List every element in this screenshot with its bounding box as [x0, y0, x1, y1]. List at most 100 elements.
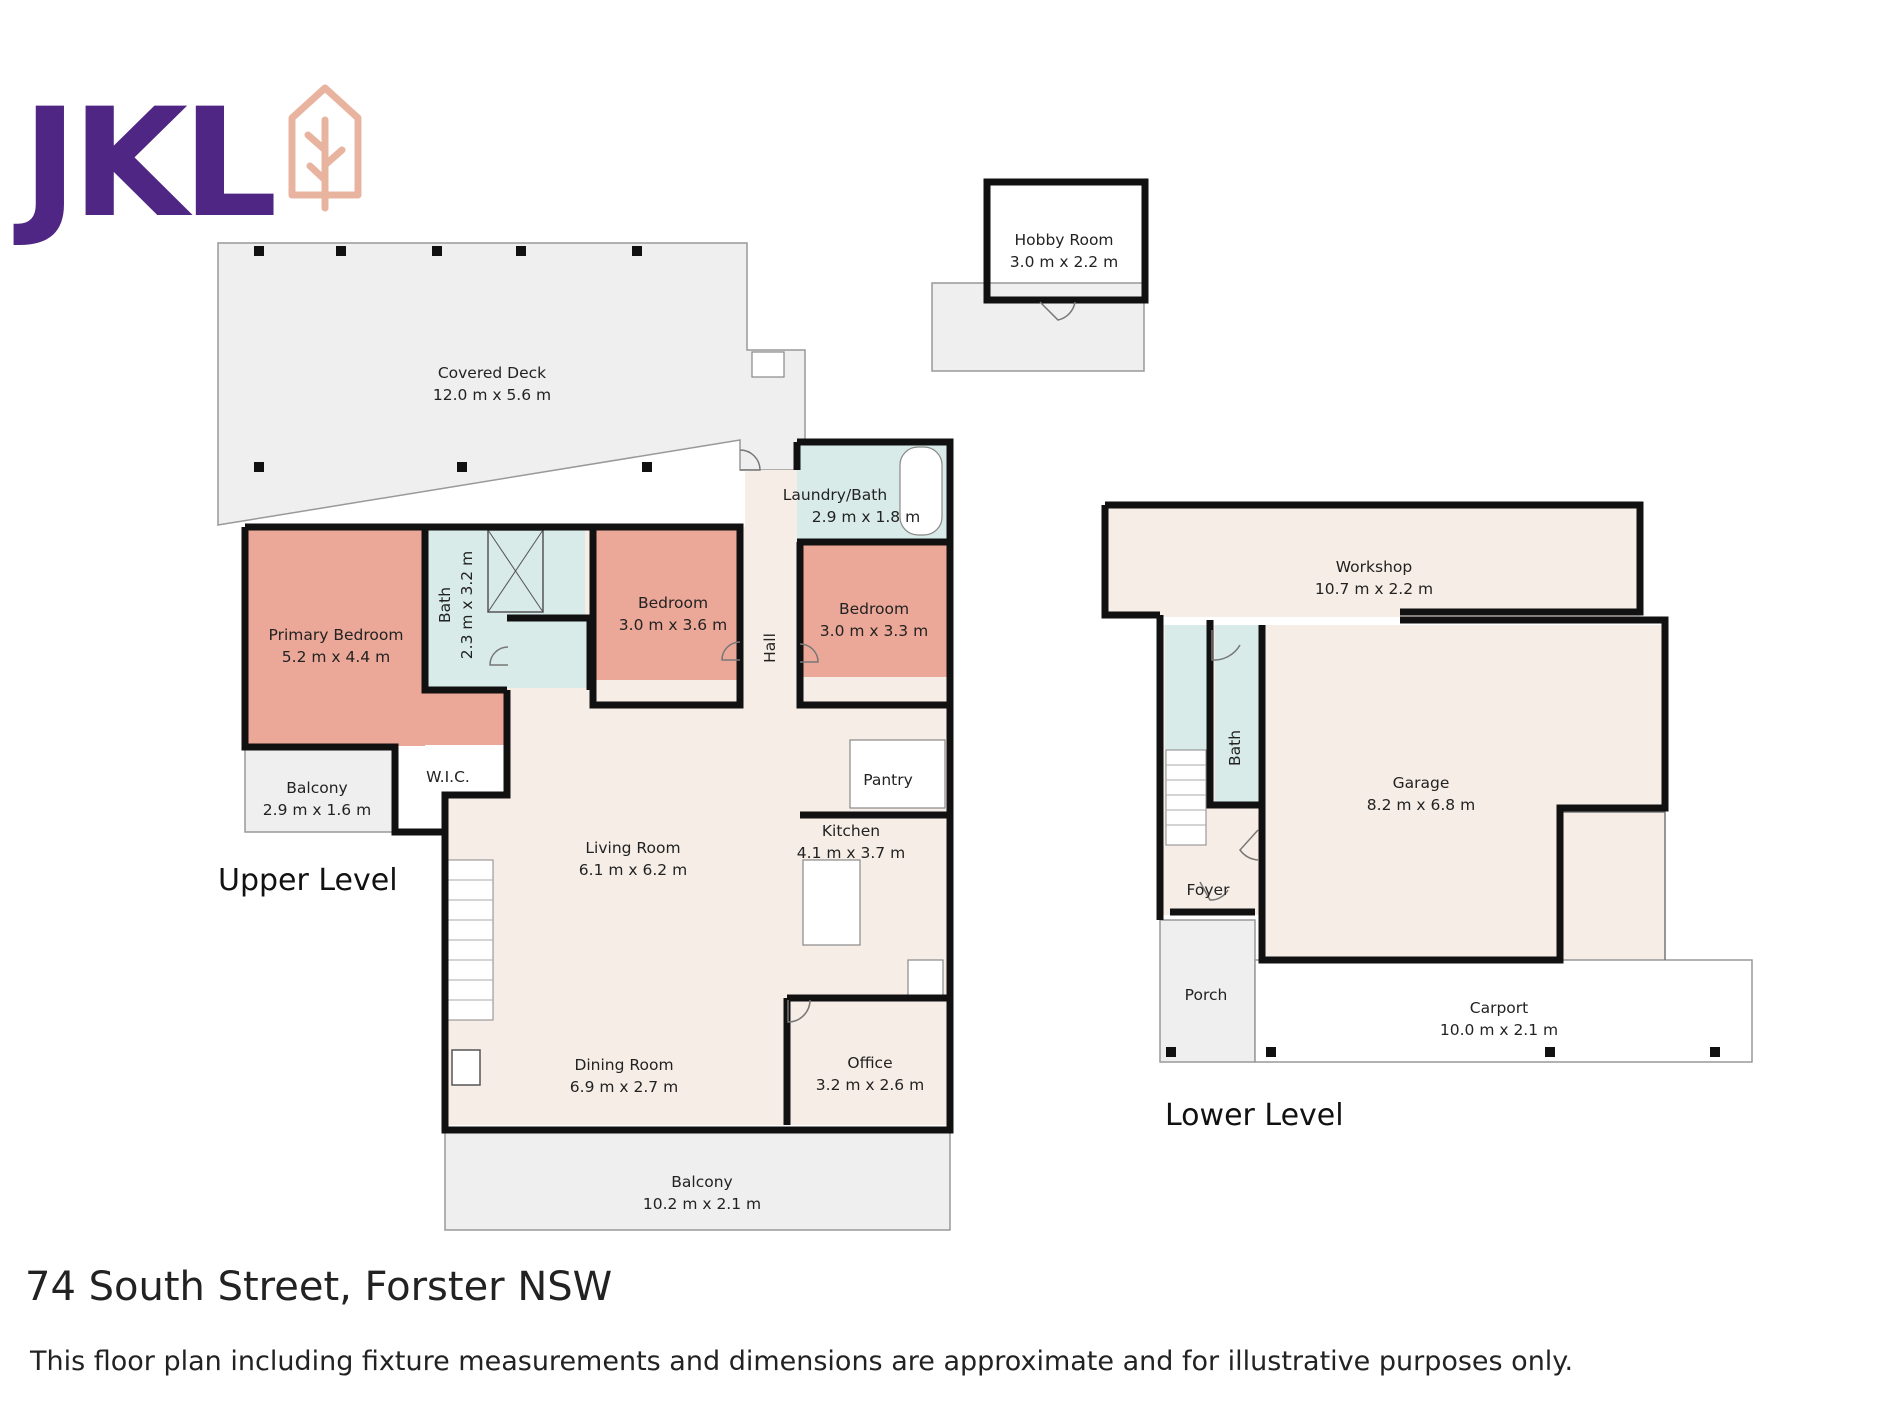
lower-door-swings [1199, 630, 1259, 901]
hobby-room-area [983, 178, 1149, 304]
garage-dims: 8.2 m x 6.8 m [1367, 796, 1475, 814]
svg-text:Pantry: Pantry [863, 771, 913, 789]
dining-room-name: Dining Room [574, 1056, 673, 1074]
bedroom-a-name: Bedroom [638, 594, 708, 612]
kitchen-dims: 4.1 m x 3.7 m [797, 844, 905, 862]
svg-text:Carport: Carport [1470, 999, 1528, 1017]
bedroom-b-area [800, 542, 948, 677]
workshop-area [1108, 507, 1640, 617]
svg-text:Workshop: Workshop [1336, 558, 1412, 576]
lower-bath-name: Bath [1226, 730, 1244, 766]
svg-text:Laundry/Bath: Laundry/Bath [783, 486, 887, 504]
primary-bedroom-area [247, 528, 425, 746]
svg-text:Living Room: Living Room [585, 839, 680, 857]
svg-text:Hall: Hall [761, 633, 779, 663]
svg-text:2.9 m x 1.8 m: 2.9 m x 1.8 m [812, 508, 920, 526]
office-dims: 3.2 m x 2.6 m [816, 1076, 924, 1094]
svg-text:Hobby Room: Hobby Room [1014, 231, 1113, 249]
large-balcony-area [444, 1129, 951, 1231]
disclaimer-text: This floor plan including fixture measur… [29, 1346, 1573, 1377]
upper-level-label: Upper Level [218, 863, 398, 898]
lower-stair-treads [1166, 764, 1206, 826]
large-balcony-dims: 10.2 m x 2.1 m [643, 1195, 761, 1213]
porch-name: Porch [1185, 986, 1228, 1004]
office-name: Office [847, 1054, 892, 1072]
primary-bedroom-ensuite-corner [425, 690, 507, 745]
svg-text:5.2 m x 4.4 m: 5.2 m x 4.4 m [282, 648, 390, 666]
svg-text:Dining Room: Dining Room [574, 1056, 673, 1074]
primary-bedroom-name: Primary Bedroom [269, 626, 404, 644]
svg-text:6.9 m x 2.7 m: 6.9 m x 2.7 m [570, 1078, 678, 1096]
wic-name: W.I.C. [426, 768, 470, 786]
fridge [907, 959, 944, 1001]
covered-deck-area [217, 242, 806, 526]
svg-text:Kitchen: Kitchen [822, 822, 880, 840]
covered-deck-name: Covered Deck [438, 364, 546, 382]
workshop-name: Workshop [1336, 558, 1412, 576]
upper-door-swings [489, 449, 819, 1023]
hobby-room-plan: Hobby Room 3.0 m x 2.2 m [931, 178, 1149, 372]
property-address: 74 South Street, Forster NSW [25, 1264, 612, 1310]
svg-text:Balcony: Balcony [286, 779, 347, 797]
svg-text:Office: Office [847, 1054, 892, 1072]
lower-level-label: Lower Level [1165, 1098, 1344, 1133]
kitchen-island [802, 859, 861, 946]
svg-text:Primary Bedroom: Primary Bedroom [269, 626, 404, 644]
lower-stairs [1165, 749, 1207, 846]
svg-text:3.2 m x 2.6 m: 3.2 m x 2.6 m [816, 1076, 924, 1094]
svg-text:Garage: Garage [1393, 774, 1450, 792]
svg-text:Balcony: Balcony [671, 1173, 732, 1191]
svg-text:W.I.C.: W.I.C. [426, 768, 470, 786]
powder-area [507, 618, 589, 688]
svg-text:2.3 m x 3.2 m: 2.3 m x 3.2 m [458, 551, 476, 659]
garage-name: Garage [1393, 774, 1450, 792]
svg-text:Porch: Porch [1185, 986, 1228, 1004]
svg-text:2.9 m x 1.6 m: 2.9 m x 1.6 m [263, 801, 371, 819]
workshop-dims: 10.7 m x 2.2 m [1315, 580, 1433, 598]
dining-room-dims: 6.9 m x 2.7 m [570, 1078, 678, 1096]
svg-text:Bath: Bath [436, 587, 454, 623]
fireplace [451, 1049, 481, 1086]
svg-text:10.2 m x 2.1 m: 10.2 m x 2.1 m [643, 1195, 761, 1213]
bath-dims: 2.3 m x 3.2 m [458, 551, 476, 659]
kitchen-name: Kitchen [822, 822, 880, 840]
svg-text:4.1 m x 3.7 m: 4.1 m x 3.7 m [797, 844, 905, 862]
carport-dims: 10.0 m x 2.1 m [1440, 1021, 1558, 1039]
deck-posts [254, 246, 652, 472]
svg-text:3.0 m x 3.3 m: 3.0 m x 3.3 m [820, 622, 928, 640]
svg-text:Bedroom: Bedroom [839, 600, 909, 618]
svg-text:6.1 m x 6.2 m: 6.1 m x 6.2 m [579, 861, 687, 879]
foyer-name: Foyer [1187, 881, 1231, 899]
svg-text:10.7 m x 2.2 m: 10.7 m x 2.2 m [1315, 580, 1433, 598]
logo-wordmark: JKL [13, 77, 274, 251]
carport-area [1254, 959, 1753, 1063]
shower-area [507, 528, 585, 618]
small-balcony-dims: 2.9 m x 1.6 m [263, 801, 371, 819]
carport-posts [1166, 1047, 1720, 1057]
svg-text:Covered Deck: Covered Deck [438, 364, 546, 382]
tree-house-logo-icon [288, 84, 362, 212]
stair-treads [448, 879, 493, 1001]
bedroom-a-dims: 3.0 m x 3.6 m [619, 616, 727, 634]
garage-area [1265, 625, 1665, 960]
bedroom-a-area [593, 528, 743, 680]
porch-area [1159, 919, 1256, 1063]
laundry-bath-name: Laundry/Bath [783, 486, 887, 504]
lower-level-plan: Workshop 10.7 m x 2.2 m Bath Garage 8.2 … [1101, 501, 1753, 1133]
pantry-name: Pantry [863, 771, 913, 789]
laundry-bath-dims: 2.9 m x 1.8 m [812, 508, 920, 526]
bedroom-b-dims: 3.0 m x 3.3 m [820, 622, 928, 640]
svg-text:Bath: Bath [1226, 730, 1244, 766]
hobby-room-name: Hobby Room [1014, 231, 1113, 249]
small-balcony-name: Balcony [286, 779, 347, 797]
svg-text:10.0 m x 2.1 m: 10.0 m x 2.1 m [1440, 1021, 1558, 1039]
bathtub [899, 446, 943, 536]
living-room-dims: 6.1 m x 6.2 m [579, 861, 687, 879]
bbq-fixture [751, 351, 785, 378]
bath-area [425, 528, 507, 690]
carport-name: Carport [1470, 999, 1528, 1017]
pantry-shelves [849, 739, 946, 809]
company-logo: JKL [13, 77, 362, 251]
svg-text:3.0 m x 3.6 m: 3.0 m x 3.6 m [619, 616, 727, 634]
